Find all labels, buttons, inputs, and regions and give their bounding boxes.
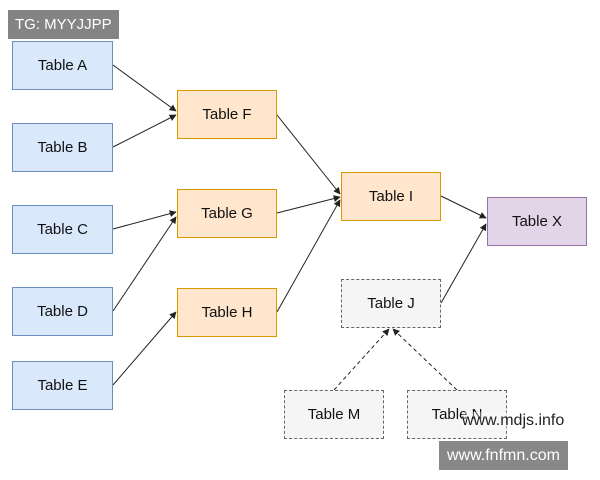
node-table-e: Table E — [12, 361, 113, 410]
node-table-d: Table D — [12, 287, 113, 336]
edge-g-to-i — [276, 195, 341, 214]
node-table-j-label: Table J — [367, 295, 415, 312]
node-table-d-label: Table D — [37, 303, 88, 320]
edge-e-to-h — [112, 311, 177, 386]
watermark-middle-right: www.mdjs.info — [462, 412, 565, 430]
node-table-g-label: Table G — [201, 205, 253, 222]
node-table-j: Table J — [341, 279, 441, 328]
edge-b-to-f — [112, 114, 177, 148]
node-table-x-label: Table X — [511, 213, 563, 230]
node-table-i: Table I — [341, 172, 441, 221]
node-table-h-label: Table H — [201, 304, 253, 321]
node-table-m: Table M — [284, 390, 384, 439]
watermark-bottom-right: www.fnfmn.com — [439, 441, 568, 470]
watermark-top-left: TG: MYYJJPP — [8, 10, 119, 39]
node-table-f: Table F — [177, 90, 277, 139]
edge-c-to-g — [112, 210, 177, 230]
node-table-n-label: Table N — [431, 406, 483, 423]
node-table-a: Table A — [12, 41, 113, 90]
node-table-x: Table X — [487, 197, 587, 246]
node-table-i-label: Table I — [368, 188, 414, 205]
edge-h-to-i — [276, 199, 341, 313]
node-table-b: Table B — [12, 123, 113, 172]
node-table-e-label: Table E — [37, 377, 88, 394]
edge-i-to-x — [440, 195, 487, 219]
edge-a-to-f — [112, 64, 177, 112]
node-table-n: Table N — [407, 390, 507, 439]
edge-n-to-j — [392, 328, 458, 391]
edge-d-to-g — [112, 216, 177, 312]
node-table-a-label: Table A — [37, 57, 88, 74]
node-table-b-label: Table B — [37, 139, 88, 156]
node-table-g: Table G — [177, 189, 277, 238]
node-table-m-label: Table M — [307, 406, 361, 423]
edge-m-to-j — [333, 328, 390, 391]
node-table-c-label: Table C — [37, 221, 88, 238]
node-table-c: Table C — [12, 205, 113, 254]
edge-j-to-x — [440, 223, 487, 304]
edge-f-to-i — [276, 114, 341, 195]
node-table-h: Table H — [177, 288, 277, 337]
node-table-f-label: Table F — [202, 106, 252, 123]
